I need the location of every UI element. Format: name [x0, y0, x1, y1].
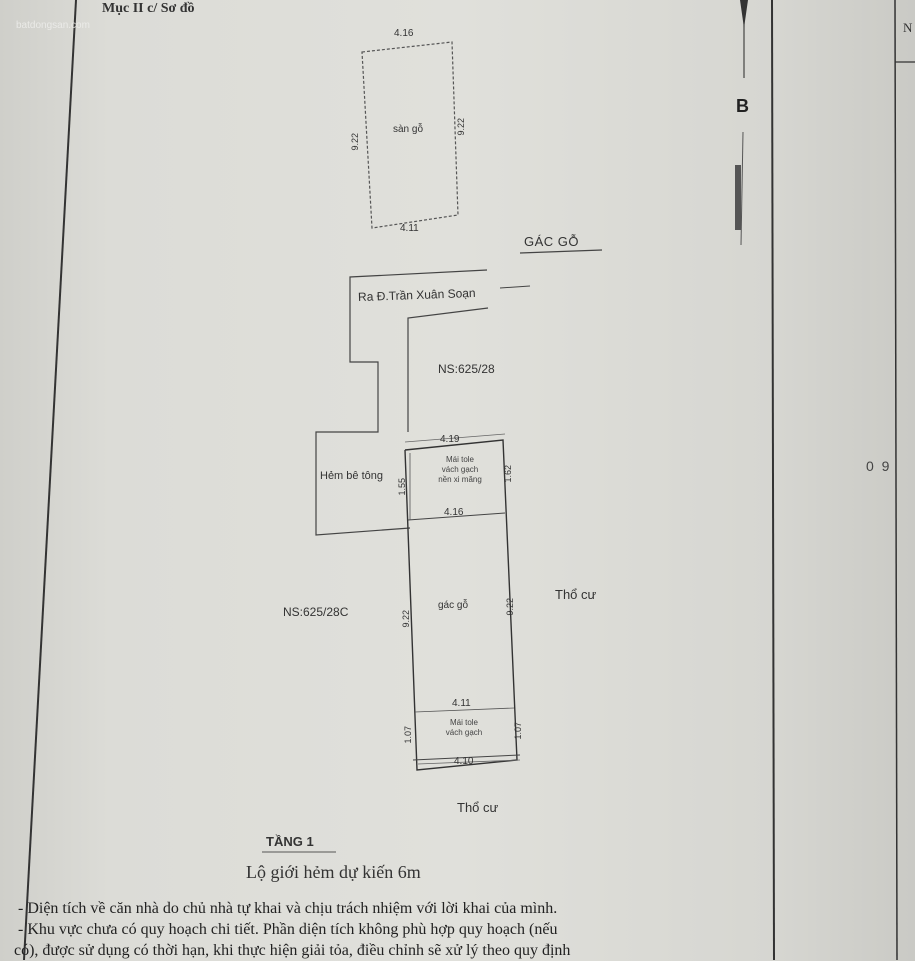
upper-dim-right: 9.22	[456, 118, 466, 136]
front-dim-bottom: 4.16	[444, 507, 464, 518]
lot-west-label: NS:625/28C	[283, 605, 349, 619]
front-dim-left: 1.55	[397, 478, 407, 496]
front-dim-top: 4.19	[440, 434, 460, 445]
middle-dim-right: 9.22	[505, 598, 515, 616]
rear-section-label: Mái tole vách gạch	[445, 718, 483, 737]
setback-note: Lộ giới hẻm dự kiến 6m	[246, 862, 421, 882]
right-column-mark: 0 9	[866, 458, 892, 474]
section-title: Mục II c/ Sơ đồ	[102, 1, 195, 16]
rear-dim-left: 1.07	[403, 726, 413, 744]
upper-floor-heading: GÁC GỖ	[524, 234, 580, 249]
note-item: - Diện tích về căn nhà do chủ nhà tự kha…	[18, 900, 558, 917]
upper-dim-left: 9.22	[350, 133, 360, 151]
note-item: có), được sử dụng có thời hạn, khi thực …	[14, 942, 571, 959]
front-dim-right: 1.62	[503, 465, 513, 483]
right-column-header: N	[903, 20, 913, 35]
upper-room-label: sàn gỗ	[393, 124, 424, 135]
watermark: batdongsan.com	[16, 20, 90, 31]
south-neighbor-label: Thổ cư	[457, 800, 499, 815]
upper-dim-top: 4.16	[394, 28, 414, 39]
lot-north-label: NS:625/28	[438, 362, 495, 376]
north-arrow-icon: B	[736, 96, 749, 116]
middle-section-label: gác gỗ	[438, 600, 469, 611]
east-neighbor-label: Thổ cư	[555, 587, 597, 602]
note-item: - Khu vực chưa có quy hoạch chi tiết. Ph…	[18, 921, 558, 938]
rear-dim-right: 1.07	[513, 722, 523, 740]
middle-dim-left: 9.22	[401, 610, 411, 628]
floor-caption: TẦNG 1	[266, 834, 314, 849]
front-section-label: Mái tole vách gạch nền xi măng	[438, 455, 482, 484]
upper-dim-bottom: 4.11	[400, 223, 419, 234]
rear-dim-top: 4.11	[452, 698, 471, 709]
alley-label: Hẻm bê tông	[320, 470, 383, 482]
notes-list: - Diện tích về căn nhà do chủ nhà tự kha…	[14, 898, 778, 961]
rear-dim-bottom: 4.10	[454, 756, 474, 767]
